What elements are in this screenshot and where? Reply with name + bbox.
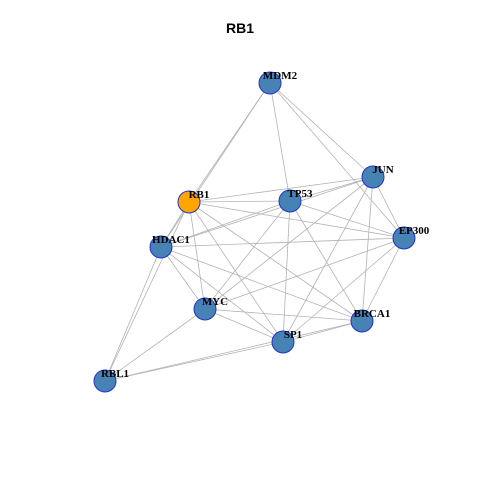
edge-myc-rbl1: [104, 308, 206, 382]
edge-rb1-ep300: [188, 201, 405, 239]
edge-hdac1-sp1: [160, 246, 284, 343]
edge-ep300-hdac1: [160, 237, 405, 248]
node-label-sp1: SP1: [284, 329, 302, 341]
edge-tp53-hdac1: [160, 200, 291, 248]
node-label-ep300: EP300: [399, 225, 430, 237]
node-label-tp53: TP53: [287, 188, 313, 200]
edge-myc-sp1: [204, 308, 284, 343]
edge-jun-sp1: [282, 176, 374, 343]
node-label-mdm2: MDM2: [263, 70, 298, 82]
node-sp1[interactable]: [271, 330, 295, 354]
edge-sp1-brca1: [282, 320, 363, 343]
edge-hdac1-brca1: [160, 246, 363, 322]
edge-rb1-sp1: [188, 201, 284, 343]
edge-tp53-sp1: [282, 200, 291, 343]
edge-rb1-myc: [188, 201, 206, 310]
node-rb1[interactable]: [177, 190, 201, 214]
node-ep300[interactable]: [392, 226, 416, 250]
edge-tp53-ep300: [289, 200, 405, 239]
edge-rb1-rbl1: [104, 201, 190, 382]
edge-mdm2-ep300: [269, 82, 405, 239]
node-mdm2[interactable]: [258, 71, 282, 95]
edge-jun-hdac1: [160, 176, 374, 248]
edge-hdac1-myc: [160, 246, 206, 310]
edge-tp53-myc: [204, 200, 291, 310]
edge-ep300-sp1: [282, 237, 405, 343]
node-label-jun: JUN: [372, 164, 393, 176]
edge-rb1-brca1: [188, 201, 363, 322]
node-hdac1[interactable]: [149, 235, 173, 259]
edge-ep300-myc: [204, 237, 405, 310]
edge-mdm2-tp53: [269, 82, 291, 202]
edge-myc-brca1: [204, 308, 363, 322]
node-label-rbl1: RBL1: [101, 368, 129, 380]
node-rbl1[interactable]: [93, 369, 117, 393]
edge-hdac1-rbl1: [104, 246, 162, 382]
node-label-hdac1: HDAC1: [152, 234, 190, 246]
node-layer: [93, 71, 416, 393]
graph-title: RB1: [225, 20, 254, 36]
edge-rb1-tp53: [188, 200, 291, 203]
edge-sp1-rbl1: [104, 341, 284, 382]
node-label-myc: MYC: [202, 296, 228, 308]
edge-rb1-jun: [188, 176, 374, 203]
node-label-brca1: BRCA1: [354, 308, 391, 320]
node-brca1[interactable]: [350, 309, 374, 333]
edge-ep300-brca1: [361, 237, 405, 322]
node-label-rb1: RB1: [189, 189, 210, 201]
edge-tp53-brca1: [289, 200, 363, 322]
edge-mdm2-hdac1: [160, 82, 271, 248]
edge-jun-myc: [204, 176, 374, 310]
node-myc[interactable]: [193, 297, 217, 321]
node-jun[interactable]: [361, 165, 385, 189]
edge-brca1-rbl1: [104, 320, 363, 382]
node-tp53[interactable]: [278, 189, 302, 213]
edge-layer: [104, 82, 405, 382]
edge-jun-tp53: [289, 176, 374, 202]
edge-mdm2-jun: [269, 82, 374, 178]
edge-jun-brca1: [361, 176, 374, 322]
